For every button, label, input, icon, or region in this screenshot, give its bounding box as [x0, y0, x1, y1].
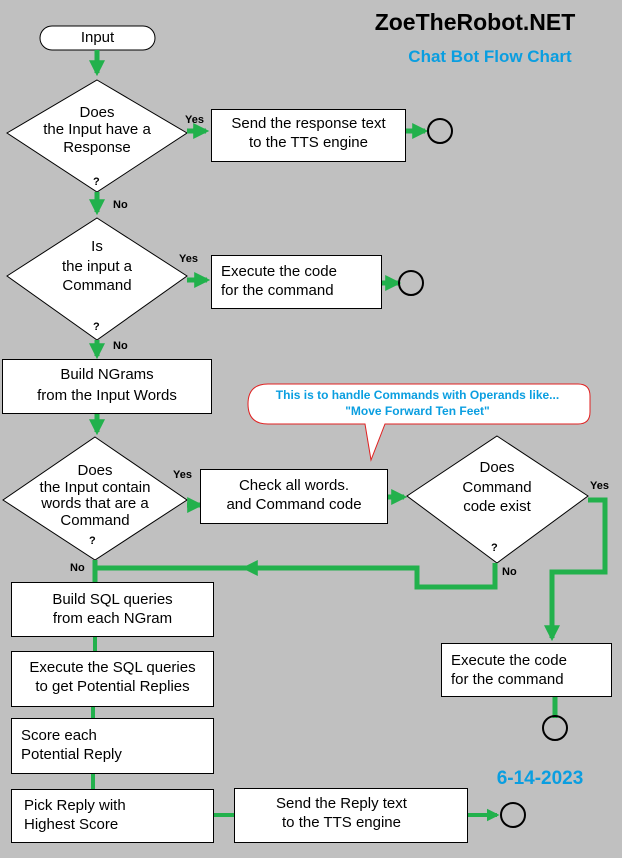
- node-build-ngrams-label: Build NGrams from the Input Words: [37, 366, 177, 404]
- node-pick-reply-label: Pick Reply with Highest Score: [24, 797, 126, 833]
- box-build-ngrams: [2, 359, 212, 414]
- box-pick-reply: [11, 789, 214, 843]
- end-circle-command: [398, 270, 424, 296]
- node-execute-command-2-label: Execute the code for the command: [451, 652, 567, 688]
- label-yes-d4: Yes: [590, 480, 609, 492]
- end-circle-response: [427, 118, 453, 144]
- box-check-words: [200, 469, 388, 524]
- node-has-response-label: Does the Input have a Response: [43, 104, 151, 156]
- node-execute-sql-label: Execute the SQL queries to get Potential…: [29, 659, 196, 695]
- box-build-sql: [11, 582, 214, 637]
- node-build-sql-label: Build SQL queries from each NGram: [52, 591, 173, 627]
- callout-line-1: This is to handle Commands with Operands…: [275, 388, 560, 402]
- site-title: ZoeTheRobot.NET: [374, 9, 576, 35]
- box-execute-command-2: [441, 643, 612, 697]
- node-send-response-label: Send the response text to the TTS engine: [231, 115, 386, 151]
- box-send-response: [211, 109, 406, 162]
- box-execute-command-1: [211, 255, 382, 309]
- label-question-d4: ?: [491, 542, 498, 554]
- box-score-reply: [11, 718, 214, 774]
- chart-title: Chat Bot Flow Chart: [408, 47, 572, 66]
- label-question-d1: ?: [93, 176, 100, 188]
- box-execute-sql: [11, 651, 214, 707]
- label-no-d4: No: [502, 566, 517, 578]
- node-input-label: Input: [80, 29, 115, 46]
- label-yes-d2: Yes: [179, 253, 198, 265]
- label-question-d3: ?: [89, 535, 96, 547]
- box-send-reply: [234, 788, 468, 843]
- end-circle-command-2: [542, 715, 568, 741]
- node-score-reply-label: Score each Potential Reply: [21, 727, 122, 763]
- node-send-reply-label: Send the Reply text to the TTS engine: [276, 795, 407, 831]
- connector-d4-no: [241, 559, 498, 590]
- node-code-exists-label: Does Command code exist: [462, 459, 532, 515]
- callout-bubble: [247, 383, 591, 462]
- label-no-d3: No: [70, 562, 85, 574]
- label-yes-d3: Yes: [173, 469, 192, 481]
- node-contains-command-label: Does the Input contain words that are a …: [39, 462, 151, 529]
- label-question-d2: ?: [93, 321, 100, 333]
- callout-line-2: "Move Forward Ten Feet": [345, 404, 490, 418]
- label-no-d1: No: [113, 199, 128, 211]
- end-circle-reply: [500, 802, 526, 828]
- node-execute-command-1-label: Execute the code for the command: [221, 263, 337, 299]
- node-is-command-label: Is the input a Command: [61, 238, 133, 294]
- label-no-d2: No: [113, 340, 128, 352]
- node-check-words-label: Check all words. and Command code: [226, 477, 362, 513]
- chart-date: 6-14-2023: [496, 768, 584, 789]
- connector-d4-yes: [543, 497, 608, 642]
- label-yes-d1: Yes: [185, 114, 204, 126]
